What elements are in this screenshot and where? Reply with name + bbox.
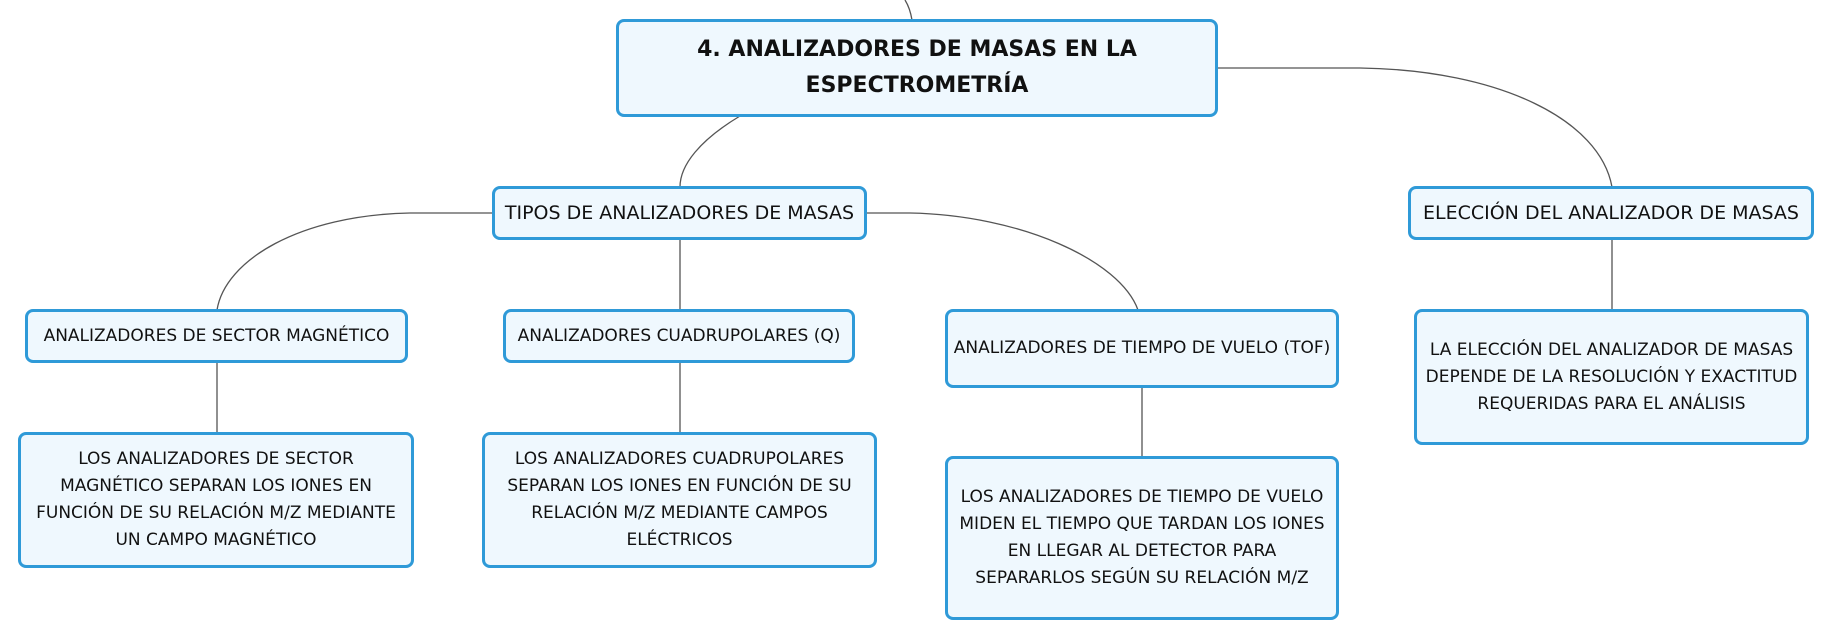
tof-node[interactable]: ANALIZADORES DE TIEMPO DE VUELO (TOF): [945, 309, 1339, 388]
cuadrupolares-node[interactable]: ANALIZADORES CUADRUPOLARES (Q): [503, 309, 855, 363]
tipos-analizadores-node[interactable]: TIPOS DE ANALIZADORES DE MASAS: [492, 186, 867, 240]
connector-root-tipos: [679, 115, 741, 188]
connector-tipos-sector: [216, 212, 492, 311]
eleccion-analizador-node[interactable]: ELECCIÓN DEL ANALIZADOR DE MASAS: [1408, 186, 1814, 240]
tof-desc-node[interactable]: LOS ANALIZADORES DE TIEMPO DE VUELO MIDE…: [945, 456, 1339, 620]
cuadrupolares-desc-node[interactable]: LOS ANALIZADORES CUADRUPOLARES SEPARAN L…: [482, 432, 877, 568]
root-topic-node[interactable]: 4. ANALIZADORES DE MASAS EN LA ESPECTROM…: [616, 19, 1218, 117]
sector-magnetico-desc-node[interactable]: LOS ANALIZADORES DE SECTOR MAGNÉTICO SEP…: [18, 432, 414, 568]
connector-tipos-tof: [867, 212, 1139, 311]
eleccion-desc-node[interactable]: LA ELECCIÓN DEL ANALIZADOR DE MASAS DEPE…: [1414, 309, 1809, 445]
sector-magnetico-node[interactable]: ANALIZADORES DE SECTOR MAGNÉTICO: [25, 309, 408, 363]
connector-incoming-root: [904, 0, 913, 21]
connector-root-eleccion: [1218, 67, 1613, 188]
